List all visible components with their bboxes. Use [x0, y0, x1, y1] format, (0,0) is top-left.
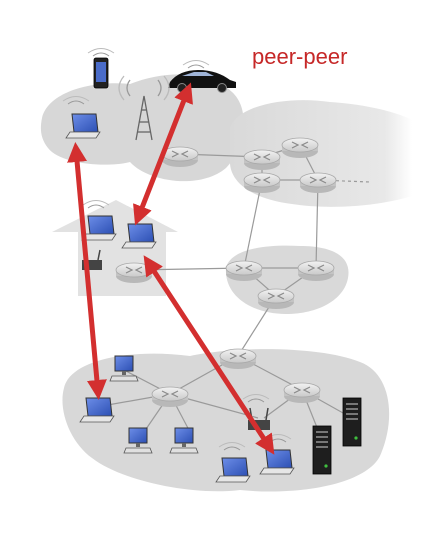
router-icon	[243, 149, 281, 171]
router-icon	[297, 260, 335, 282]
smartphone-icon	[87, 48, 115, 89]
arrow-car-to-home-laptop	[133, 82, 193, 226]
router-icon	[257, 288, 295, 310]
router-icon	[115, 262, 153, 284]
server-icon	[342, 397, 362, 447]
mobile-network-region	[40, 74, 244, 182]
peer-arrows	[67, 82, 275, 455]
router-icon	[161, 146, 199, 168]
router-icon	[299, 172, 337, 194]
router-icon	[225, 260, 263, 282]
router-icon	[243, 172, 281, 194]
diagram-title: peer-peer	[252, 44, 348, 69]
router-icon	[219, 348, 257, 370]
arrow-home-to-enterprise-laptop	[143, 255, 275, 455]
router-icon	[283, 382, 321, 404]
server-icon	[312, 425, 332, 475]
router-icon	[151, 386, 189, 408]
arrow-laptop-to-laptop	[67, 142, 107, 400]
router-icon	[281, 137, 319, 159]
car-icon	[168, 60, 236, 93]
